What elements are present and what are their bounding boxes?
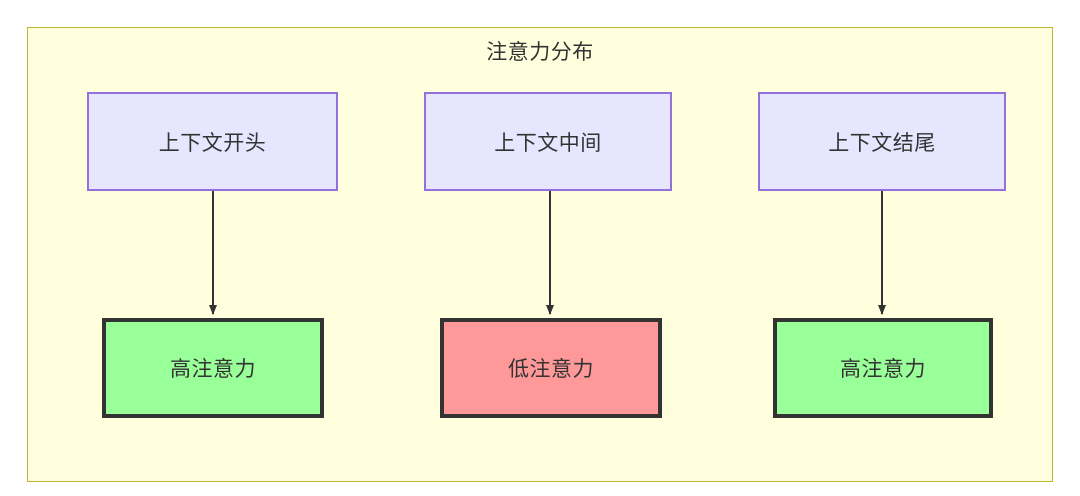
- node-ctx-start[interactable]: 上下文开头: [87, 92, 338, 191]
- node-high-attention-start[interactable]: 高注意力: [102, 318, 324, 418]
- node-low-attention-middle[interactable]: 低注意力: [440, 318, 662, 418]
- cluster-title: 注意力分布: [486, 41, 594, 64]
- node-ctx-end[interactable]: 上下文结尾: [758, 92, 1006, 191]
- node-ctx-middle[interactable]: 上下文中间: [424, 92, 672, 191]
- node-high-attention-end[interactable]: 高注意力: [773, 318, 993, 418]
